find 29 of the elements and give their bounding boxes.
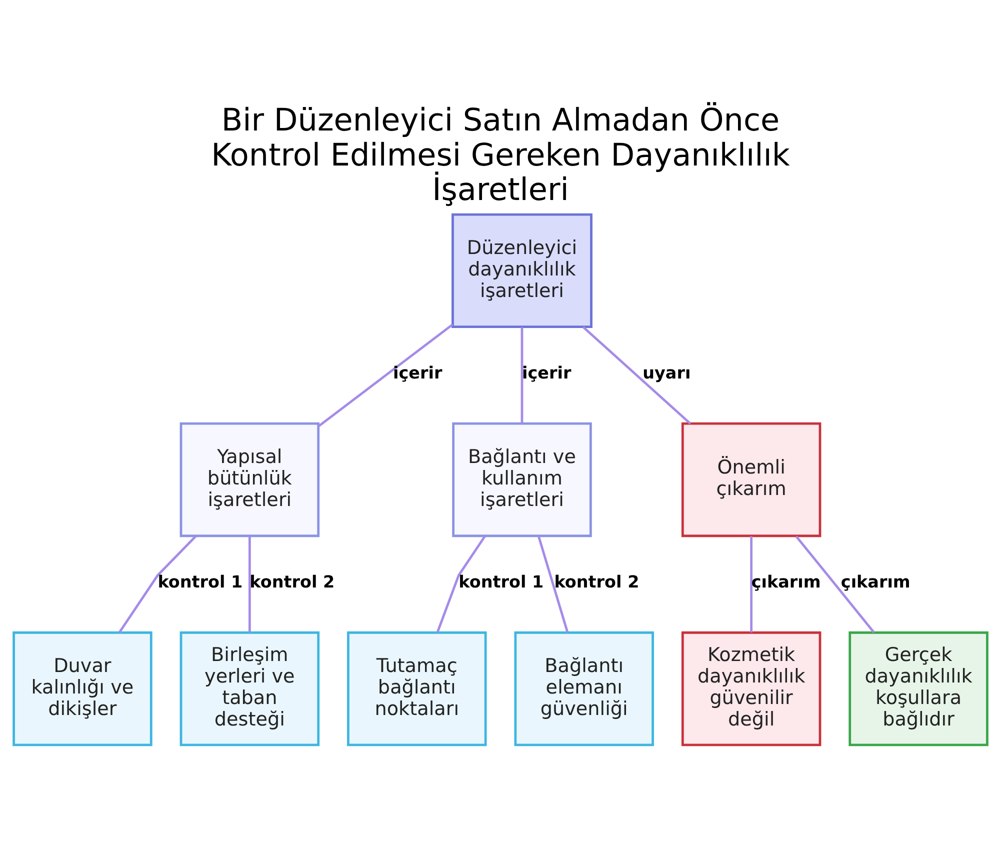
node-box: Tutamaç bağlantı noktaları bbox=[346, 630, 486, 746]
connector bbox=[794, 535, 874, 633]
edge-label: içerir bbox=[522, 362, 571, 382]
edge-label: içerir bbox=[392, 362, 442, 382]
node-box: Bağlantı elemanı güvenliği bbox=[514, 630, 654, 746]
edge-label: çıkarım bbox=[750, 570, 820, 591]
edge-label: kontrol 2 bbox=[554, 570, 639, 591]
edge-label: kontrol 1 bbox=[157, 570, 242, 591]
edge-label: çıkarım bbox=[840, 570, 910, 591]
node-box: Yapısal bütünlük işaretleri bbox=[179, 422, 320, 537]
connector bbox=[248, 536, 250, 632]
edge-label: kontrol 2 bbox=[249, 570, 334, 591]
connector bbox=[537, 535, 568, 632]
connector bbox=[317, 323, 453, 427]
connector bbox=[520, 326, 523, 423]
edge-label: kontrol 1 bbox=[458, 570, 544, 591]
connector bbox=[582, 326, 691, 424]
connector bbox=[436, 535, 486, 632]
node-box: Bağlantı ve kullanım işaretleri bbox=[452, 422, 592, 537]
edge-label: uyarı bbox=[642, 362, 690, 382]
node-box: Duvar kalınlığı ve dikişler bbox=[12, 630, 152, 746]
node-box: Düzenleyici dayanıklılık işaretleri bbox=[451, 212, 592, 328]
node-box: Birleşim yerleri ve taban desteği bbox=[179, 630, 320, 746]
node-box: Kozmetik dayanıklılık güvenilir değil bbox=[680, 630, 821, 746]
node-box: Gerçek dayanıklılık koşullara bağlıdır bbox=[848, 630, 988, 746]
connector bbox=[118, 535, 196, 633]
node-box: Önemli çıkarım bbox=[680, 422, 821, 537]
connector bbox=[750, 536, 752, 632]
diagram-title: Bir Düzenleyici Satın Almadan Önce Kontrol Edilmesi Gereken Dayanıklılık İşaretleri bbox=[210, 102, 790, 208]
